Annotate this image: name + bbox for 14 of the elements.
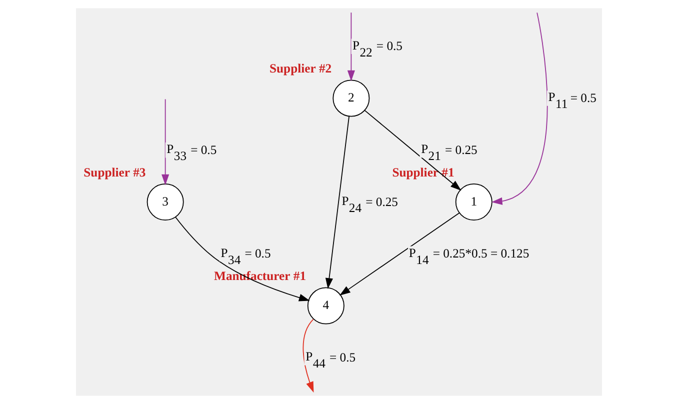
arrow [364, 110, 461, 191]
node-circle: 1 [454, 184, 492, 220]
arrow [339, 212, 460, 296]
arrow [346, 12, 354, 82]
arrow [161, 98, 169, 186]
node-label: Supplier #3 [83, 165, 146, 180]
arrow [324, 116, 350, 289]
arrow [490, 12, 548, 205]
node-circle: 3 [146, 184, 184, 220]
node-label: Supplier #2 [269, 62, 332, 76]
node-circle: 2 [332, 80, 370, 117]
node-circle: 4 [306, 287, 344, 324]
arrow [302, 318, 314, 393]
node-label: Supplier #1 [392, 165, 454, 180]
